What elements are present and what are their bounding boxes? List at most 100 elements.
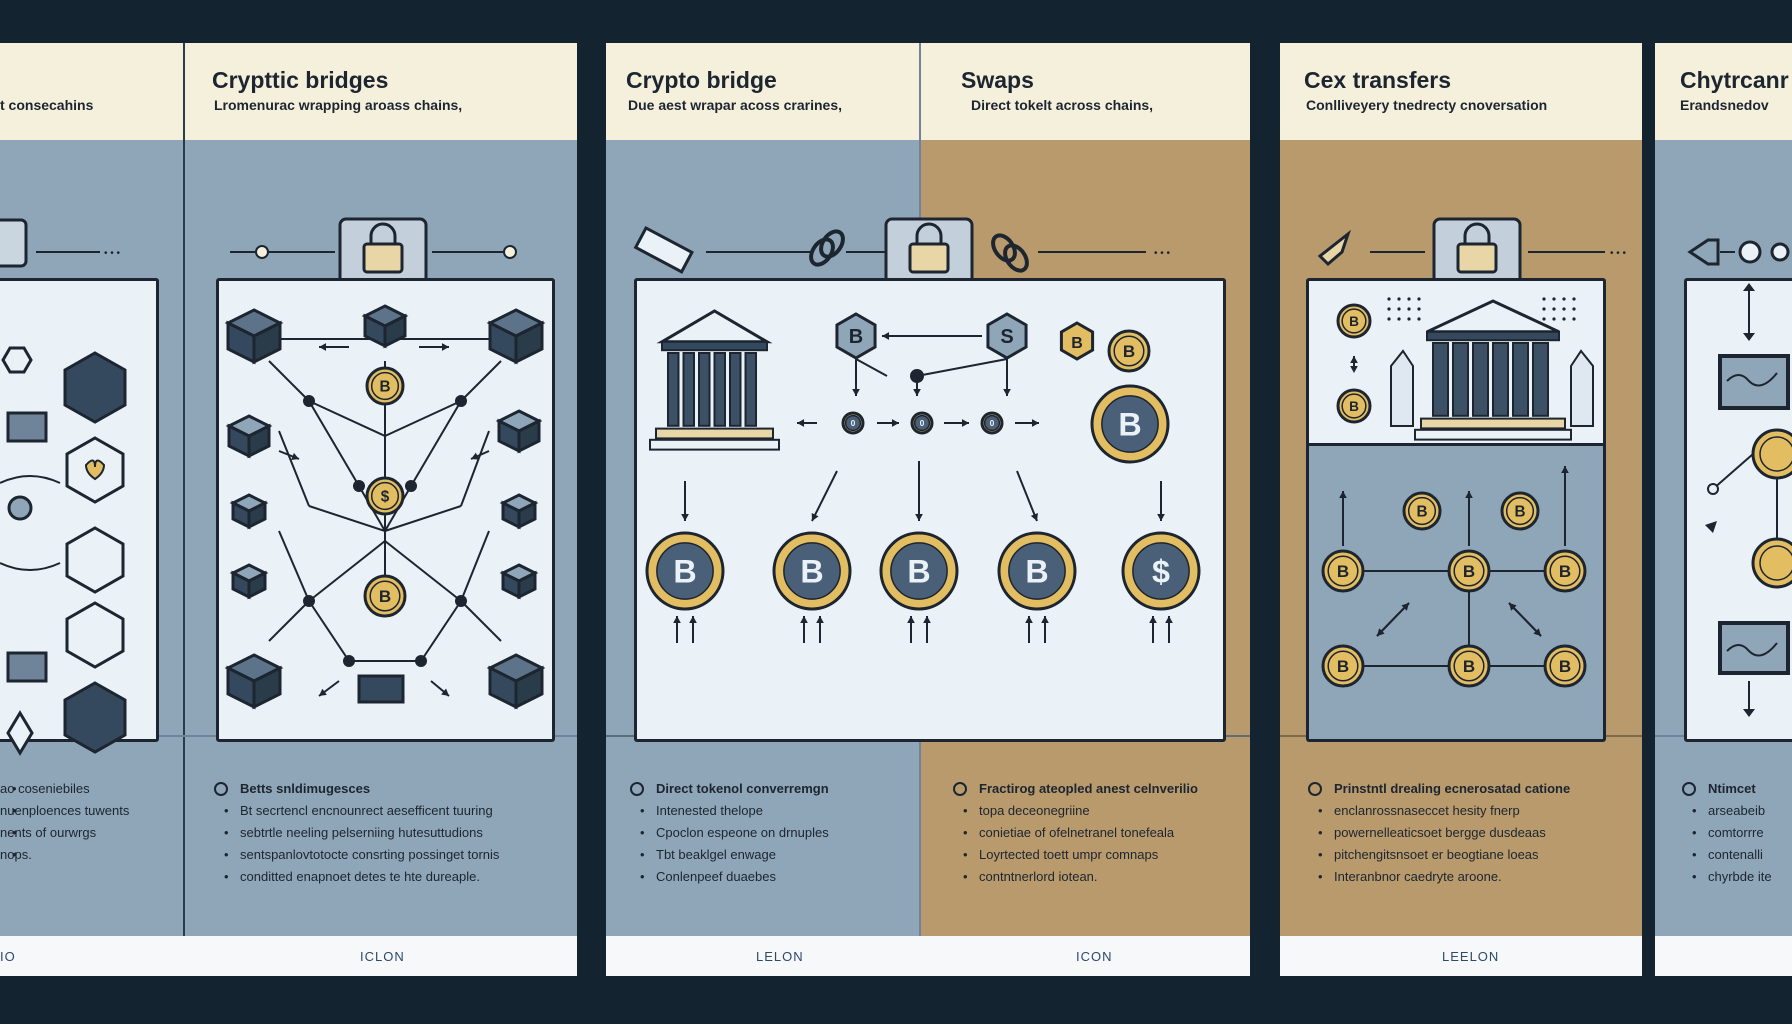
note-item: topa deceonegriine: [951, 800, 1246, 822]
arrow-head: [961, 419, 969, 427]
coin-icon: B: [997, 531, 1077, 611]
panel-header: [1280, 43, 1642, 140]
coin-icon: B: [1447, 549, 1491, 593]
connector-line: [384, 400, 462, 437]
arrow-head: [1041, 616, 1049, 624]
coin-icon: 0: [980, 411, 1004, 435]
arrow-head: [441, 688, 449, 696]
connector-line: [1016, 470, 1038, 522]
briefcase-icon: [357, 674, 405, 704]
note-item: nents of ourwrgs: [0, 822, 180, 844]
connector-line: [278, 430, 310, 507]
coin-symbol: B: [1118, 406, 1141, 442]
note-lead: Prinstntl drealing ecnerosatad catione: [1306, 778, 1636, 800]
note-item: Tbt beaklgel enwage: [628, 844, 918, 866]
column-subtitle: Erandsnedov: [1680, 97, 1769, 113]
note-item: Cpoclon espeone on drnuples: [628, 822, 918, 844]
arrow-head: [907, 616, 915, 624]
coin-icon: B: [1336, 303, 1372, 339]
dot-grid: [1572, 317, 1576, 321]
column-subtitle: Lromenurac wrapping aroass chains,: [214, 97, 463, 113]
dot-grid: [1407, 297, 1411, 301]
note-item: enclanrossnaseccet hesity fnerp: [1306, 800, 1636, 822]
arrow-head: [319, 343, 327, 351]
dot-grid: [1397, 317, 1401, 321]
connector-line: [278, 530, 310, 602]
coin-symbol: 0: [851, 418, 856, 428]
hex-label: S: [1000, 326, 1013, 348]
column-title: Crypttic bridges: [212, 67, 389, 93]
column-title: Swaps: [961, 67, 1034, 93]
dot-grid: [1562, 297, 1566, 301]
connector-line: [460, 600, 502, 642]
note-item: pitchengitsnsoet er beogtiane loeas: [1306, 844, 1636, 866]
connector-row: • • •: [0, 217, 517, 278]
dot-grid: [1387, 307, 1391, 311]
coin-symbol: 0: [990, 418, 995, 428]
panel-footer: [0, 936, 577, 976]
column-subtitle: Direct tokelt across chains,: [971, 97, 1154, 113]
partial-flow-diagram: [1705, 283, 1792, 717]
panel-footer: [1280, 936, 1642, 976]
column-divider: [183, 43, 185, 936]
connector-line: [268, 360, 310, 402]
junction-dot: [455, 395, 467, 407]
dot-grid: [1417, 297, 1421, 301]
dot-grid: [1552, 297, 1556, 301]
cube-icon: [361, 304, 409, 349]
ticket-icon: [633, 225, 694, 274]
dot-grid: [1407, 317, 1411, 321]
panel-header: [606, 43, 1250, 140]
note-item: powernelleaticsoet bergge dusdeaas: [1306, 822, 1636, 844]
cube-icon: [499, 563, 539, 600]
coin-symbol: $: [1152, 553, 1170, 589]
panel-crypto-bridge-swaps: Crypto bridge Due aest wrapar acoss crar…: [606, 43, 1250, 976]
connector-line: [460, 360, 502, 402]
note-item: sentspanlovtotocte consrting possinget t…: [212, 844, 552, 866]
notes-list: Ntimcet arseabeib comtorrre contenalli c…: [1680, 778, 1792, 888]
hex-label: B: [849, 326, 863, 348]
coin-symbol: B: [1349, 314, 1359, 329]
dot-grid: [1542, 317, 1546, 321]
coin-icon: $: [365, 476, 405, 516]
screen-icon: [1718, 354, 1790, 410]
note-item: conietiae of ofelnetranel tonefeala: [951, 822, 1246, 844]
arrow-head: [1030, 513, 1038, 521]
note-item: Conlenpeef duaebes: [628, 866, 918, 888]
arrow-head: [852, 388, 860, 396]
connector-line: [460, 430, 490, 507]
svg-text:• • •: • • •: [1610, 248, 1627, 259]
coin-symbol: B: [1559, 657, 1571, 676]
dot-grid: [1562, 317, 1566, 321]
dot-grid: [1397, 297, 1401, 301]
cube-icon: [224, 308, 284, 365]
dot-grid: [1417, 317, 1421, 321]
svg-text:• • •: • • •: [1154, 248, 1171, 259]
coin-symbol: 0: [920, 418, 925, 428]
coin-icon: B: [879, 531, 959, 611]
cube-icon: [229, 493, 269, 530]
dot-grid: [1572, 307, 1576, 311]
junction-dot: [303, 595, 315, 607]
dot-grid: [1387, 297, 1391, 301]
connector-line: [1508, 602, 1542, 637]
hex-b-icon: [835, 312, 877, 360]
coin-symbol: B: [800, 553, 823, 589]
arrow-head: [1157, 513, 1165, 521]
coin-symbol: B: [1337, 562, 1349, 581]
note-item: nops.: [0, 844, 180, 866]
coin-icon: B: [1090, 384, 1170, 464]
connector-line: [308, 540, 386, 602]
note-lead: Fractirog ateopled anest celnverilio: [951, 778, 1246, 800]
coin-icon: B: [645, 531, 725, 611]
panel-cryptic-bridges: t consecahins Crypttic bridges Lromenura…: [0, 43, 577, 976]
coin-icon: B: [1402, 491, 1442, 531]
coin-icon: [1751, 428, 1792, 480]
coin-icon: B: [1447, 644, 1491, 688]
coin-symbol: B: [1337, 657, 1349, 676]
dot-grid: [1562, 307, 1566, 311]
coin-icon: B: [1543, 644, 1587, 688]
connector-line: [308, 400, 386, 437]
connector-line: [460, 530, 490, 602]
